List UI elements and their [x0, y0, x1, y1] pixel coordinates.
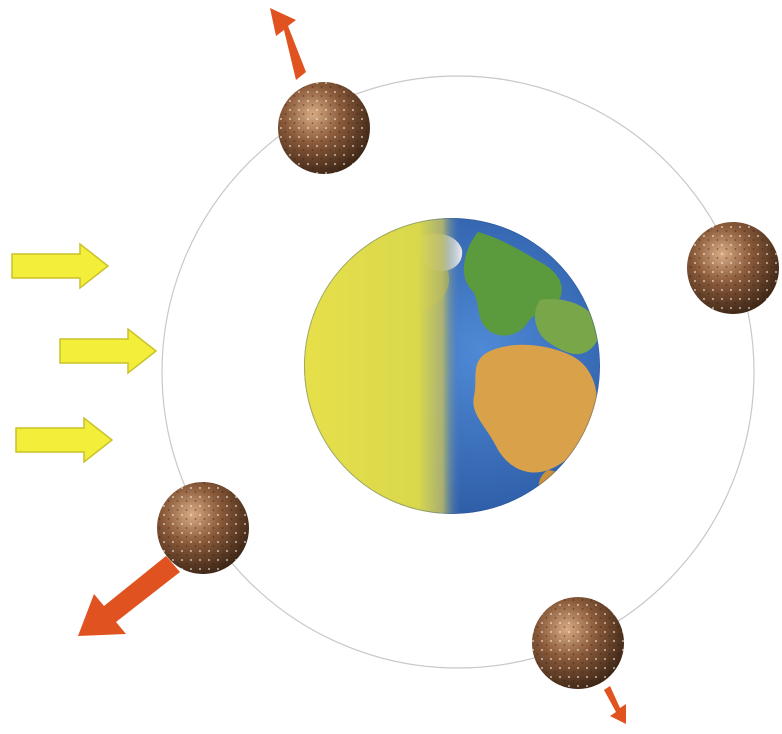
earth-globe-icon [300, 210, 610, 530]
arrow-down-right-icon [604, 686, 626, 724]
satellite-lower-left [157, 482, 249, 574]
arrow-up-left-icon [270, 8, 306, 80]
sunlight-arrow-icon [12, 244, 108, 288]
thrust-arrow-bottom [604, 686, 626, 724]
arrow-down-left-icon [78, 556, 180, 636]
thrust-arrow-top [270, 8, 306, 80]
satellite-bottom [532, 597, 624, 689]
satellite-top [278, 82, 370, 174]
satellite-right [687, 222, 779, 314]
sunlight-arrow-icon [16, 418, 112, 462]
sunlight-arrows [12, 244, 156, 462]
thrust-arrow-lower-left [78, 556, 180, 636]
sunlight-arrow-icon [60, 329, 156, 373]
